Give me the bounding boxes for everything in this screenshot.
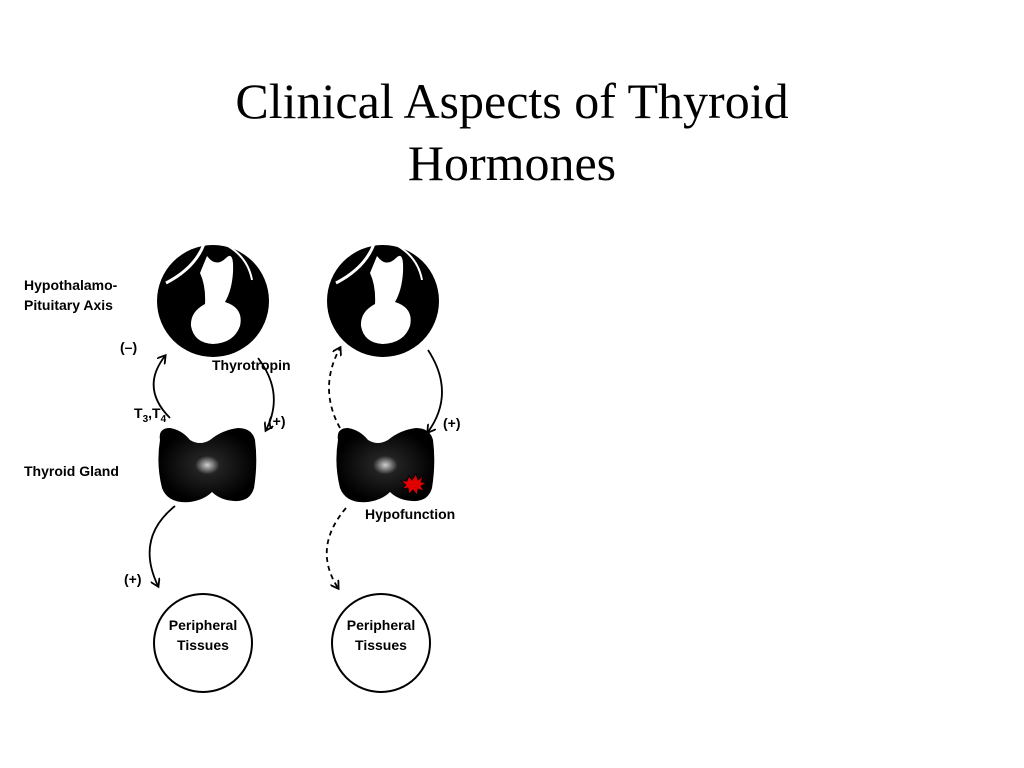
thyroid-axis-diagram: Hypothalamo- Pituitary Axis (–) Thyrotro… (20, 228, 480, 698)
tsh-arrow-left (257, 357, 275, 430)
tsh-arrow-right (428, 349, 443, 432)
t3-subscript: 3 (143, 414, 149, 425)
svg-text:Pituitary Axis: Pituitary Axis (24, 297, 113, 313)
hormone-arrow-right-dashed (325, 507, 347, 588)
t3-letter: T (134, 405, 143, 421)
slide-title: Clinical Aspects of Thyroid Hormones (0, 70, 1024, 194)
hormone-arrow-left (148, 505, 176, 586)
peripheral-tissues-left-line1: Peripheral (169, 617, 237, 633)
peripheral-tissues-right-line2: Tissues (355, 637, 407, 653)
slide-title-line1: Clinical Aspects of Thyroid (235, 73, 789, 129)
thyroid-gland-right (336, 428, 435, 503)
hypofunction-burst-icon (399, 473, 428, 496)
axis-label-line1: Hypothalamo- (24, 277, 118, 293)
t4-letter: T (152, 405, 161, 421)
peripheral-tissues-circle-right (331, 593, 431, 693)
svg-text:Hypothalamo-: Hypothalamo- (24, 277, 118, 293)
t-separator: , (148, 405, 152, 421)
peripheral-tissues-left-line2: Tissues (177, 637, 229, 653)
negative-feedback-label: (–) (120, 339, 137, 355)
hypofunction-label: Hypofunction (365, 506, 455, 522)
thyroid-gland-label: Thyroid Gland (24, 463, 119, 479)
axis-label-line2: Pituitary Axis (24, 297, 113, 313)
slide-title-line2: Hormones (407, 135, 617, 191)
positive-tsh-label-left: (+) (268, 413, 286, 429)
peripheral-tissues-circle-left (153, 593, 253, 693)
peripheral-tissues-right-line1: Peripheral (347, 617, 415, 633)
thyroid-gland-left (158, 428, 257, 503)
feedback-arrow-left (152, 356, 171, 419)
hypothalamo-pituitary-left (157, 243, 269, 357)
positive-tsh-label-right: (+) (443, 415, 461, 431)
t4-subscript: 4 (161, 414, 167, 425)
thyrotropin-label: Thyrotropin (212, 357, 291, 373)
positive-tissue-label-left: (+) (124, 571, 142, 587)
feedback-arrow-right-dashed (328, 348, 340, 429)
hypothalamo-pituitary-right (327, 243, 439, 357)
t3-t4-label: T3,T4 (134, 405, 167, 425)
